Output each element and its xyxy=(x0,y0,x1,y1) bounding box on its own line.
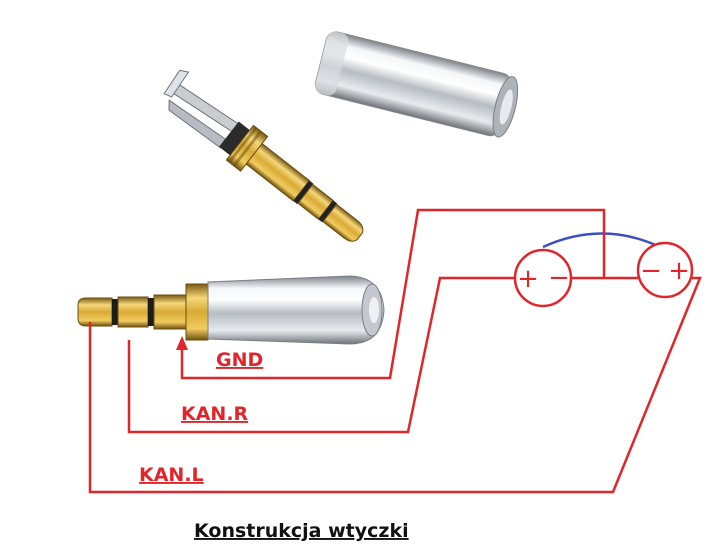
label-kan-l: KAN.L xyxy=(139,464,204,486)
speaker-left: + − xyxy=(513,248,573,308)
speaker-right-minus: − xyxy=(640,256,662,286)
diagram-caption: Konstrukcja wtyczki xyxy=(194,520,409,542)
gnd-arrow-icon xyxy=(176,336,188,350)
jumper-wire xyxy=(542,232,661,249)
speaker-right: − + xyxy=(636,241,694,299)
wire-kan-l xyxy=(88,276,702,494)
speaker-right-plus: + xyxy=(668,256,690,286)
speaker-left-minus: − xyxy=(548,263,570,293)
speaker-left-plus: + xyxy=(517,264,539,294)
label-kan-r: KAN.R xyxy=(181,403,249,425)
label-gnd: GND xyxy=(216,349,263,371)
open-plug-icon xyxy=(163,69,364,242)
wire-gnd xyxy=(180,208,606,380)
red-wires xyxy=(88,208,702,494)
chrome-shell-icon xyxy=(314,31,519,138)
assembled-plug-icon xyxy=(77,275,385,345)
wire-kan-r xyxy=(127,276,514,434)
